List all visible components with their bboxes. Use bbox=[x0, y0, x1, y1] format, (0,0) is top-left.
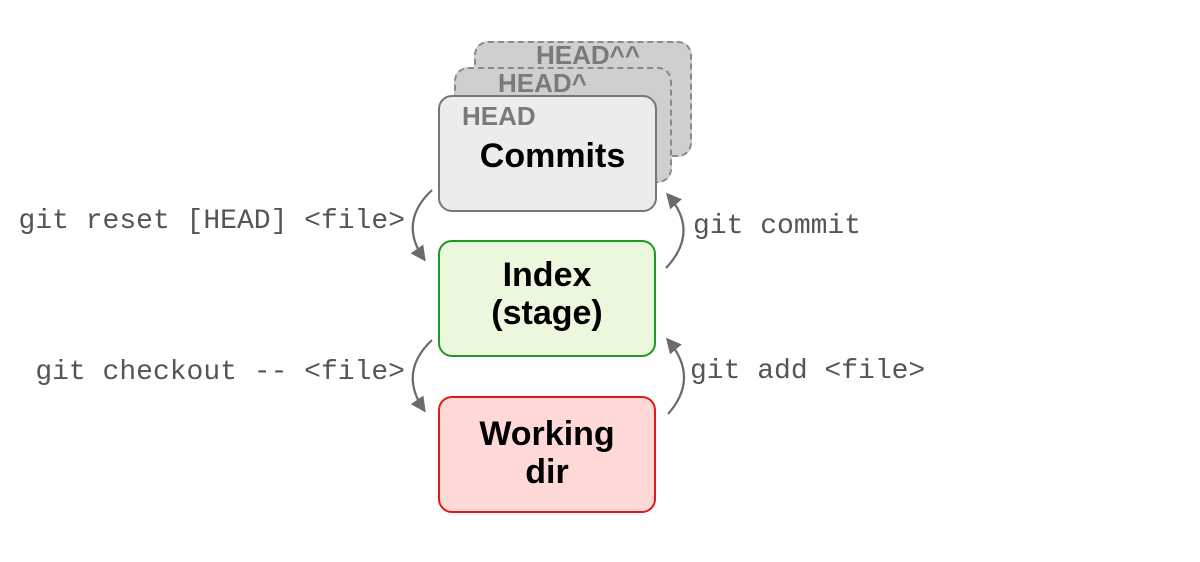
ghost-label-head-caret: HEAD^ bbox=[498, 68, 587, 98]
add-arrow bbox=[666, 337, 686, 415]
reset-arrow bbox=[410, 189, 433, 262]
git-commit-label: git commit bbox=[693, 211, 862, 242]
index-title: Index (stage) bbox=[440, 256, 654, 332]
ghost-label-head-caret-caret: HEAD^^ bbox=[536, 40, 641, 70]
checkout-arrow bbox=[410, 339, 433, 413]
head-label: HEAD bbox=[462, 101, 536, 131]
git-reset-label: git reset [HEAD] <file> bbox=[18, 206, 405, 237]
git-add-label: git add <file> bbox=[690, 356, 926, 387]
index-title-line1: Index bbox=[502, 256, 592, 294]
working-dir-title: Working dir bbox=[440, 415, 654, 491]
index-box: Index (stage) bbox=[438, 240, 656, 357]
working-dir-title-line1: Working bbox=[479, 415, 615, 453]
commits-title: Commits bbox=[479, 137, 626, 175]
commit-arrow bbox=[665, 192, 685, 269]
commits-box: HEAD Commits bbox=[438, 95, 657, 212]
git-checkout-label: git checkout -- <file> bbox=[35, 357, 405, 388]
index-title-line2: (stage) bbox=[491, 294, 603, 332]
working-dir-box: Working dir bbox=[438, 396, 656, 513]
working-dir-title-line2: dir bbox=[525, 453, 569, 491]
